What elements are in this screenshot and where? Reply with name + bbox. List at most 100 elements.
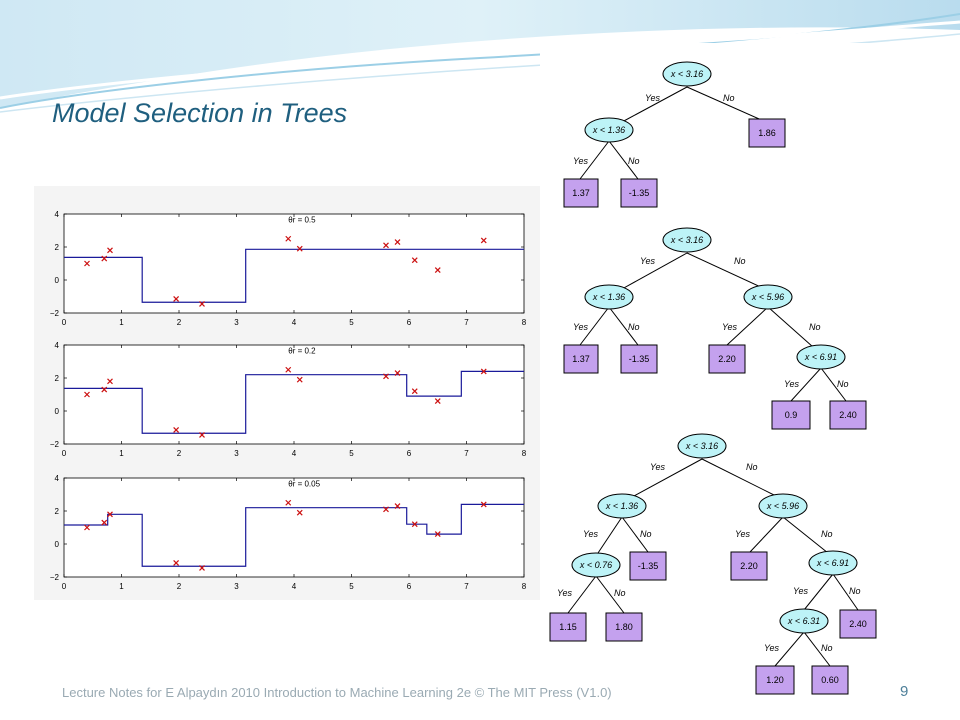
data-point-marker <box>199 432 205 438</box>
tree2-n136-no: No <box>628 322 640 332</box>
tree3-n596-yes: Yes <box>735 529 751 539</box>
tree3-yes-label: Yes <box>650 462 666 472</box>
x-tick-label: 4 <box>292 318 297 327</box>
tree3-n631-yes: Yes <box>764 643 780 653</box>
y-tick-label: −2 <box>50 440 60 449</box>
tree-1: x < 3.16 Yes No x < 1.36 1.86 Yes No 1.3… <box>563 61 786 208</box>
tree3-n076-yes: Yes <box>557 588 573 598</box>
footer-citation: Lecture Notes for E Alpaydın 2010 Introd… <box>62 685 612 700</box>
tree2-n596-no: No <box>809 322 821 332</box>
tree1-yes-label: Yes <box>645 93 661 103</box>
data-point-marker <box>101 519 108 526</box>
svg-text:2.40: 2.40 <box>839 410 857 420</box>
y-tick-label: 0 <box>55 407 60 416</box>
data-point-marker <box>84 260 90 267</box>
x-tick-label: 3 <box>234 449 239 458</box>
tree2-leaf-0.9: 0.9 <box>771 400 811 430</box>
x-tick-label: 7 <box>464 318 469 327</box>
tree2-n596-yes: Yes <box>722 322 738 332</box>
x-tick-label: 8 <box>522 582 527 591</box>
data-point-marker <box>173 427 180 433</box>
data-point-marker <box>411 257 418 264</box>
tree2-node-5.96: x < 5.96 <box>743 284 793 310</box>
tree3-leaf-0.60: 0.60 <box>811 665 849 695</box>
tree2-n136-yes: Yes <box>573 322 589 332</box>
data-point-marker <box>101 255 108 262</box>
tree2-node-1.36: x < 1.36 <box>584 284 634 310</box>
slide-title: Model Selection in Trees <box>52 98 348 128</box>
svg-text:x < 1.36: x < 1.36 <box>592 292 625 302</box>
x-tick-label: 1 <box>119 449 124 458</box>
x-tick-label: 0 <box>62 582 67 591</box>
tree3-leaf-2.40: 2.40 <box>839 609 877 639</box>
x-tick-label: 7 <box>464 449 469 458</box>
data-point-marker <box>199 301 205 307</box>
data-point-marker <box>173 296 180 302</box>
svg-text:x < 5.96: x < 5.96 <box>766 501 799 511</box>
data-point-marker <box>383 242 389 249</box>
tree3-node-0.76: x < 0.76 <box>571 552 621 578</box>
data-point-marker <box>480 501 487 508</box>
tree2-leaf-2.20: 2.20 <box>708 344 746 374</box>
x-tick-label: 5 <box>349 582 354 591</box>
svg-text:1.86: 1.86 <box>758 128 776 138</box>
tree3-leaf-1.80: 1.80 <box>605 612 643 642</box>
svg-text:1.15: 1.15 <box>559 622 577 632</box>
theta-annotation: θr = 0.5 <box>288 215 316 224</box>
tree3-node-1.36: x < 1.36 <box>597 493 647 519</box>
y-tick-label: −2 <box>50 309 60 318</box>
tree1-leaf-1.86: 1.86 <box>748 118 786 148</box>
x-tick-label: 0 <box>62 318 67 327</box>
data-point-marker <box>296 376 303 383</box>
x-tick-label: 5 <box>349 449 354 458</box>
data-point-marker <box>383 373 389 380</box>
tree3-root-node: x < 3.16 <box>677 433 727 459</box>
tree3-n136-no: No <box>640 529 652 539</box>
tree1-node-1.36: x < 1.36 <box>584 117 634 143</box>
tree-3: x < 3.16 Yes No x < 1.36 x < 5.96 Yes No… <box>549 433 877 695</box>
data-point-marker <box>107 378 113 385</box>
tree3-n596-no: No <box>821 529 833 539</box>
tree3-n631-no: No <box>821 643 833 653</box>
x-tick-label: 8 <box>522 449 527 458</box>
svg-text:-1.35: -1.35 <box>629 188 650 198</box>
data-point-marker <box>411 388 418 395</box>
svg-text:2.20: 2.20 <box>718 354 736 364</box>
tree3-leaf-2.20: 2.20 <box>730 551 768 581</box>
y-tick-label: 0 <box>55 276 60 285</box>
tree2-yes-label: Yes <box>640 256 656 266</box>
svg-text:x < 5.96: x < 5.96 <box>751 292 784 302</box>
tree2-node-6.91: x < 6.91 <box>796 344 846 370</box>
x-tick-label: 8 <box>522 318 527 327</box>
data-point-marker <box>411 521 418 528</box>
data-point-marker <box>84 524 90 531</box>
tree2-leaf-2.40: 2.40 <box>829 400 867 430</box>
svg-text:x < 6.91: x < 6.91 <box>816 558 849 568</box>
data-point-marker <box>394 239 401 245</box>
data-point-marker <box>107 247 113 254</box>
svg-text:x < 3.16: x < 3.16 <box>670 235 703 245</box>
theta-annotation: θr = 0.05 <box>288 479 320 488</box>
tree3-n136-yes: Yes <box>583 529 599 539</box>
plot-area <box>63 477 525 578</box>
tree2-n691-yes: Yes <box>784 379 800 389</box>
svg-text:0.9: 0.9 <box>785 410 798 420</box>
tree2-leaf-neg1.35: -1.35 <box>620 344 658 374</box>
x-tick-label: 6 <box>407 449 412 458</box>
x-tick-label: 0 <box>62 449 67 458</box>
data-point-marker <box>285 235 292 242</box>
y-tick-label: 4 <box>55 341 60 350</box>
plot-area <box>63 344 525 445</box>
svg-text:x < 1.36: x < 1.36 <box>605 501 638 511</box>
tree1-n136-no: No <box>628 156 640 166</box>
data-point-marker <box>394 370 401 376</box>
y-tick-label: 2 <box>55 507 60 516</box>
svg-text:x < 0.76: x < 0.76 <box>579 560 612 570</box>
svg-text:0.60: 0.60 <box>821 675 839 685</box>
tree3-leaf-neg1.35: -1.35 <box>629 551 667 581</box>
svg-text:1.37: 1.37 <box>572 188 590 198</box>
svg-text:-1.35: -1.35 <box>638 561 659 571</box>
x-tick-label: 3 <box>234 582 239 591</box>
